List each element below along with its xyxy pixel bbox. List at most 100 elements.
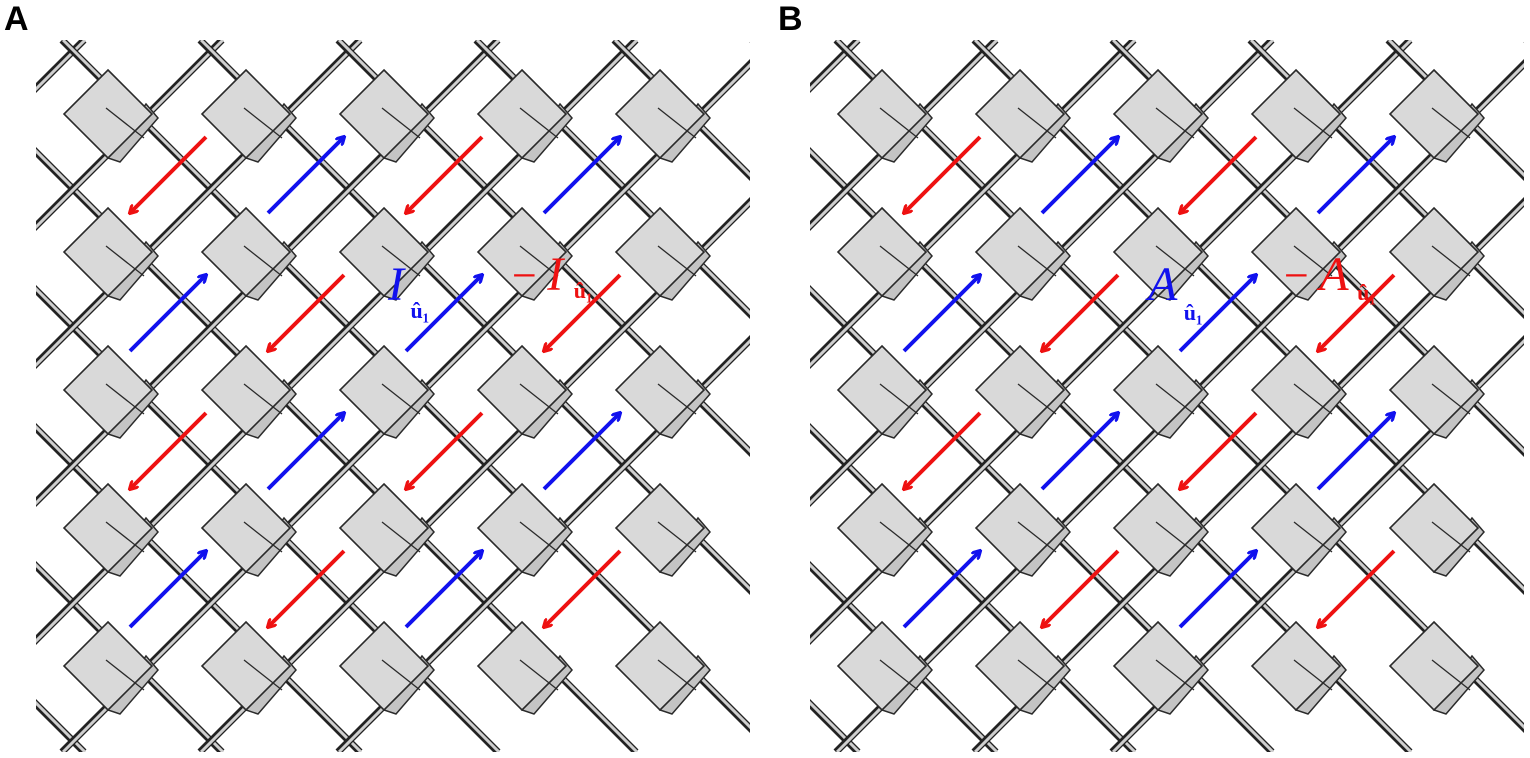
lattice-block bbox=[1112, 344, 1209, 439]
lattice-block bbox=[1388, 68, 1485, 163]
lattice-block bbox=[476, 68, 573, 163]
lattice-block bbox=[614, 620, 711, 715]
lattice-blocks bbox=[62, 68, 711, 715]
lattice-block bbox=[338, 68, 435, 163]
positive-moment-arrow bbox=[128, 275, 206, 353]
positive-moment-arrow bbox=[542, 137, 620, 215]
moment-arrows bbox=[904, 137, 1394, 627]
lattice-block bbox=[338, 482, 435, 577]
rod-highlight bbox=[0, 40, 31, 752]
lattice-block bbox=[1250, 68, 1347, 163]
lattice-block bbox=[338, 620, 435, 715]
positive-moment-arrow bbox=[128, 551, 206, 629]
lattice-block bbox=[974, 620, 1071, 715]
label-positive-subscript: û₁ bbox=[1184, 300, 1203, 325]
label-negative-symbol: A bbox=[1316, 248, 1349, 301]
lattice-block bbox=[476, 206, 573, 301]
negative-moment-arrow bbox=[406, 411, 484, 489]
lattice-block bbox=[836, 344, 933, 439]
label-negative-subscript: û₁ bbox=[574, 278, 593, 303]
positive-moment-arrow bbox=[404, 551, 482, 629]
label-positive: A û₁ bbox=[1145, 258, 1203, 325]
negative-moment-arrow bbox=[406, 135, 484, 213]
lattice-block bbox=[836, 620, 933, 715]
lattice-block bbox=[614, 344, 711, 439]
lattice-block bbox=[1250, 344, 1347, 439]
lattice-block bbox=[1112, 206, 1209, 301]
negative-moment-arrow bbox=[268, 549, 346, 627]
lattice-block bbox=[338, 206, 435, 301]
negative-moment-arrow bbox=[544, 273, 622, 351]
rod-highlight bbox=[810, 40, 1137, 368]
lattice-block bbox=[1250, 206, 1347, 301]
positive-moment-arrow bbox=[1178, 551, 1256, 629]
negative-moment-arrow bbox=[1042, 273, 1120, 351]
lattice-block bbox=[200, 482, 297, 577]
positive-moment-arrow bbox=[1040, 137, 1118, 215]
label-positive-symbol: A bbox=[1145, 258, 1178, 311]
rod-highlight bbox=[36, 40, 225, 230]
positive-moment-arrow bbox=[1316, 413, 1394, 491]
label-negative-minus: − bbox=[512, 251, 537, 300]
positive-moment-arrow bbox=[902, 551, 980, 629]
label-positive: I û₁ bbox=[387, 258, 429, 323]
negative-moment-arrow bbox=[904, 135, 982, 213]
lattice-block bbox=[476, 344, 573, 439]
label-negative: − A û₁ bbox=[1284, 248, 1376, 305]
negative-moment-arrow bbox=[1180, 135, 1258, 213]
lattice-block bbox=[200, 344, 297, 439]
rod bbox=[0, 40, 30, 752]
lattice-block bbox=[614, 68, 711, 163]
lattice-block bbox=[1112, 68, 1209, 163]
negative-moment-arrow bbox=[130, 135, 208, 213]
negative-moment-arrow bbox=[268, 273, 346, 351]
lattice-block bbox=[1112, 620, 1209, 715]
label-positive-symbol: I bbox=[387, 258, 406, 311]
lattice-block bbox=[62, 68, 159, 163]
label-negative-subscript: û₁ bbox=[1357, 280, 1376, 305]
positive-moment-arrow bbox=[1040, 413, 1118, 491]
negative-moment-arrow bbox=[544, 549, 622, 627]
label-negative-symbol: I bbox=[546, 248, 565, 301]
lattice-block bbox=[974, 68, 1071, 163]
lattice-block bbox=[836, 68, 933, 163]
positive-moment-arrow bbox=[404, 275, 482, 353]
panel-letter-a: A bbox=[4, 0, 29, 38]
negative-moment-arrow bbox=[130, 411, 208, 489]
lattice-block bbox=[974, 482, 1071, 577]
negative-moment-arrow bbox=[1042, 549, 1120, 627]
lattice-block bbox=[62, 206, 159, 301]
lattice-block bbox=[1250, 482, 1347, 577]
rod bbox=[1523, 42, 1524, 43]
lattice-block bbox=[1388, 482, 1485, 577]
lattice-block bbox=[476, 482, 573, 577]
rod-highlight bbox=[613, 40, 750, 178]
lattice-block bbox=[62, 344, 159, 439]
lattice-block bbox=[836, 482, 933, 577]
rod-highlight bbox=[36, 40, 363, 368]
lattice-block bbox=[62, 482, 159, 577]
lattice-block bbox=[338, 344, 435, 439]
positive-moment-arrow bbox=[902, 275, 980, 353]
panel-letter-b: B bbox=[778, 0, 803, 38]
moment-arrows bbox=[130, 137, 620, 627]
rod-highlight bbox=[810, 40, 999, 230]
positive-moment-arrow bbox=[266, 137, 344, 215]
label-negative-minus: − bbox=[1284, 251, 1309, 300]
lattice-block bbox=[200, 206, 297, 301]
positive-moment-arrow bbox=[266, 413, 344, 491]
negative-moment-arrow bbox=[1318, 549, 1396, 627]
lattice-block bbox=[1388, 620, 1485, 715]
lattice-block bbox=[1388, 206, 1485, 301]
positive-moment-arrow bbox=[1178, 275, 1256, 353]
label-positive-subscript: û₁ bbox=[410, 298, 429, 323]
lattice-blocks bbox=[836, 68, 1485, 715]
lattice-block bbox=[476, 620, 573, 715]
lattice-block bbox=[1250, 620, 1347, 715]
label-negative: − I û₁ bbox=[512, 248, 593, 303]
lattice-block bbox=[200, 620, 297, 715]
negative-moment-arrow bbox=[1180, 411, 1258, 489]
